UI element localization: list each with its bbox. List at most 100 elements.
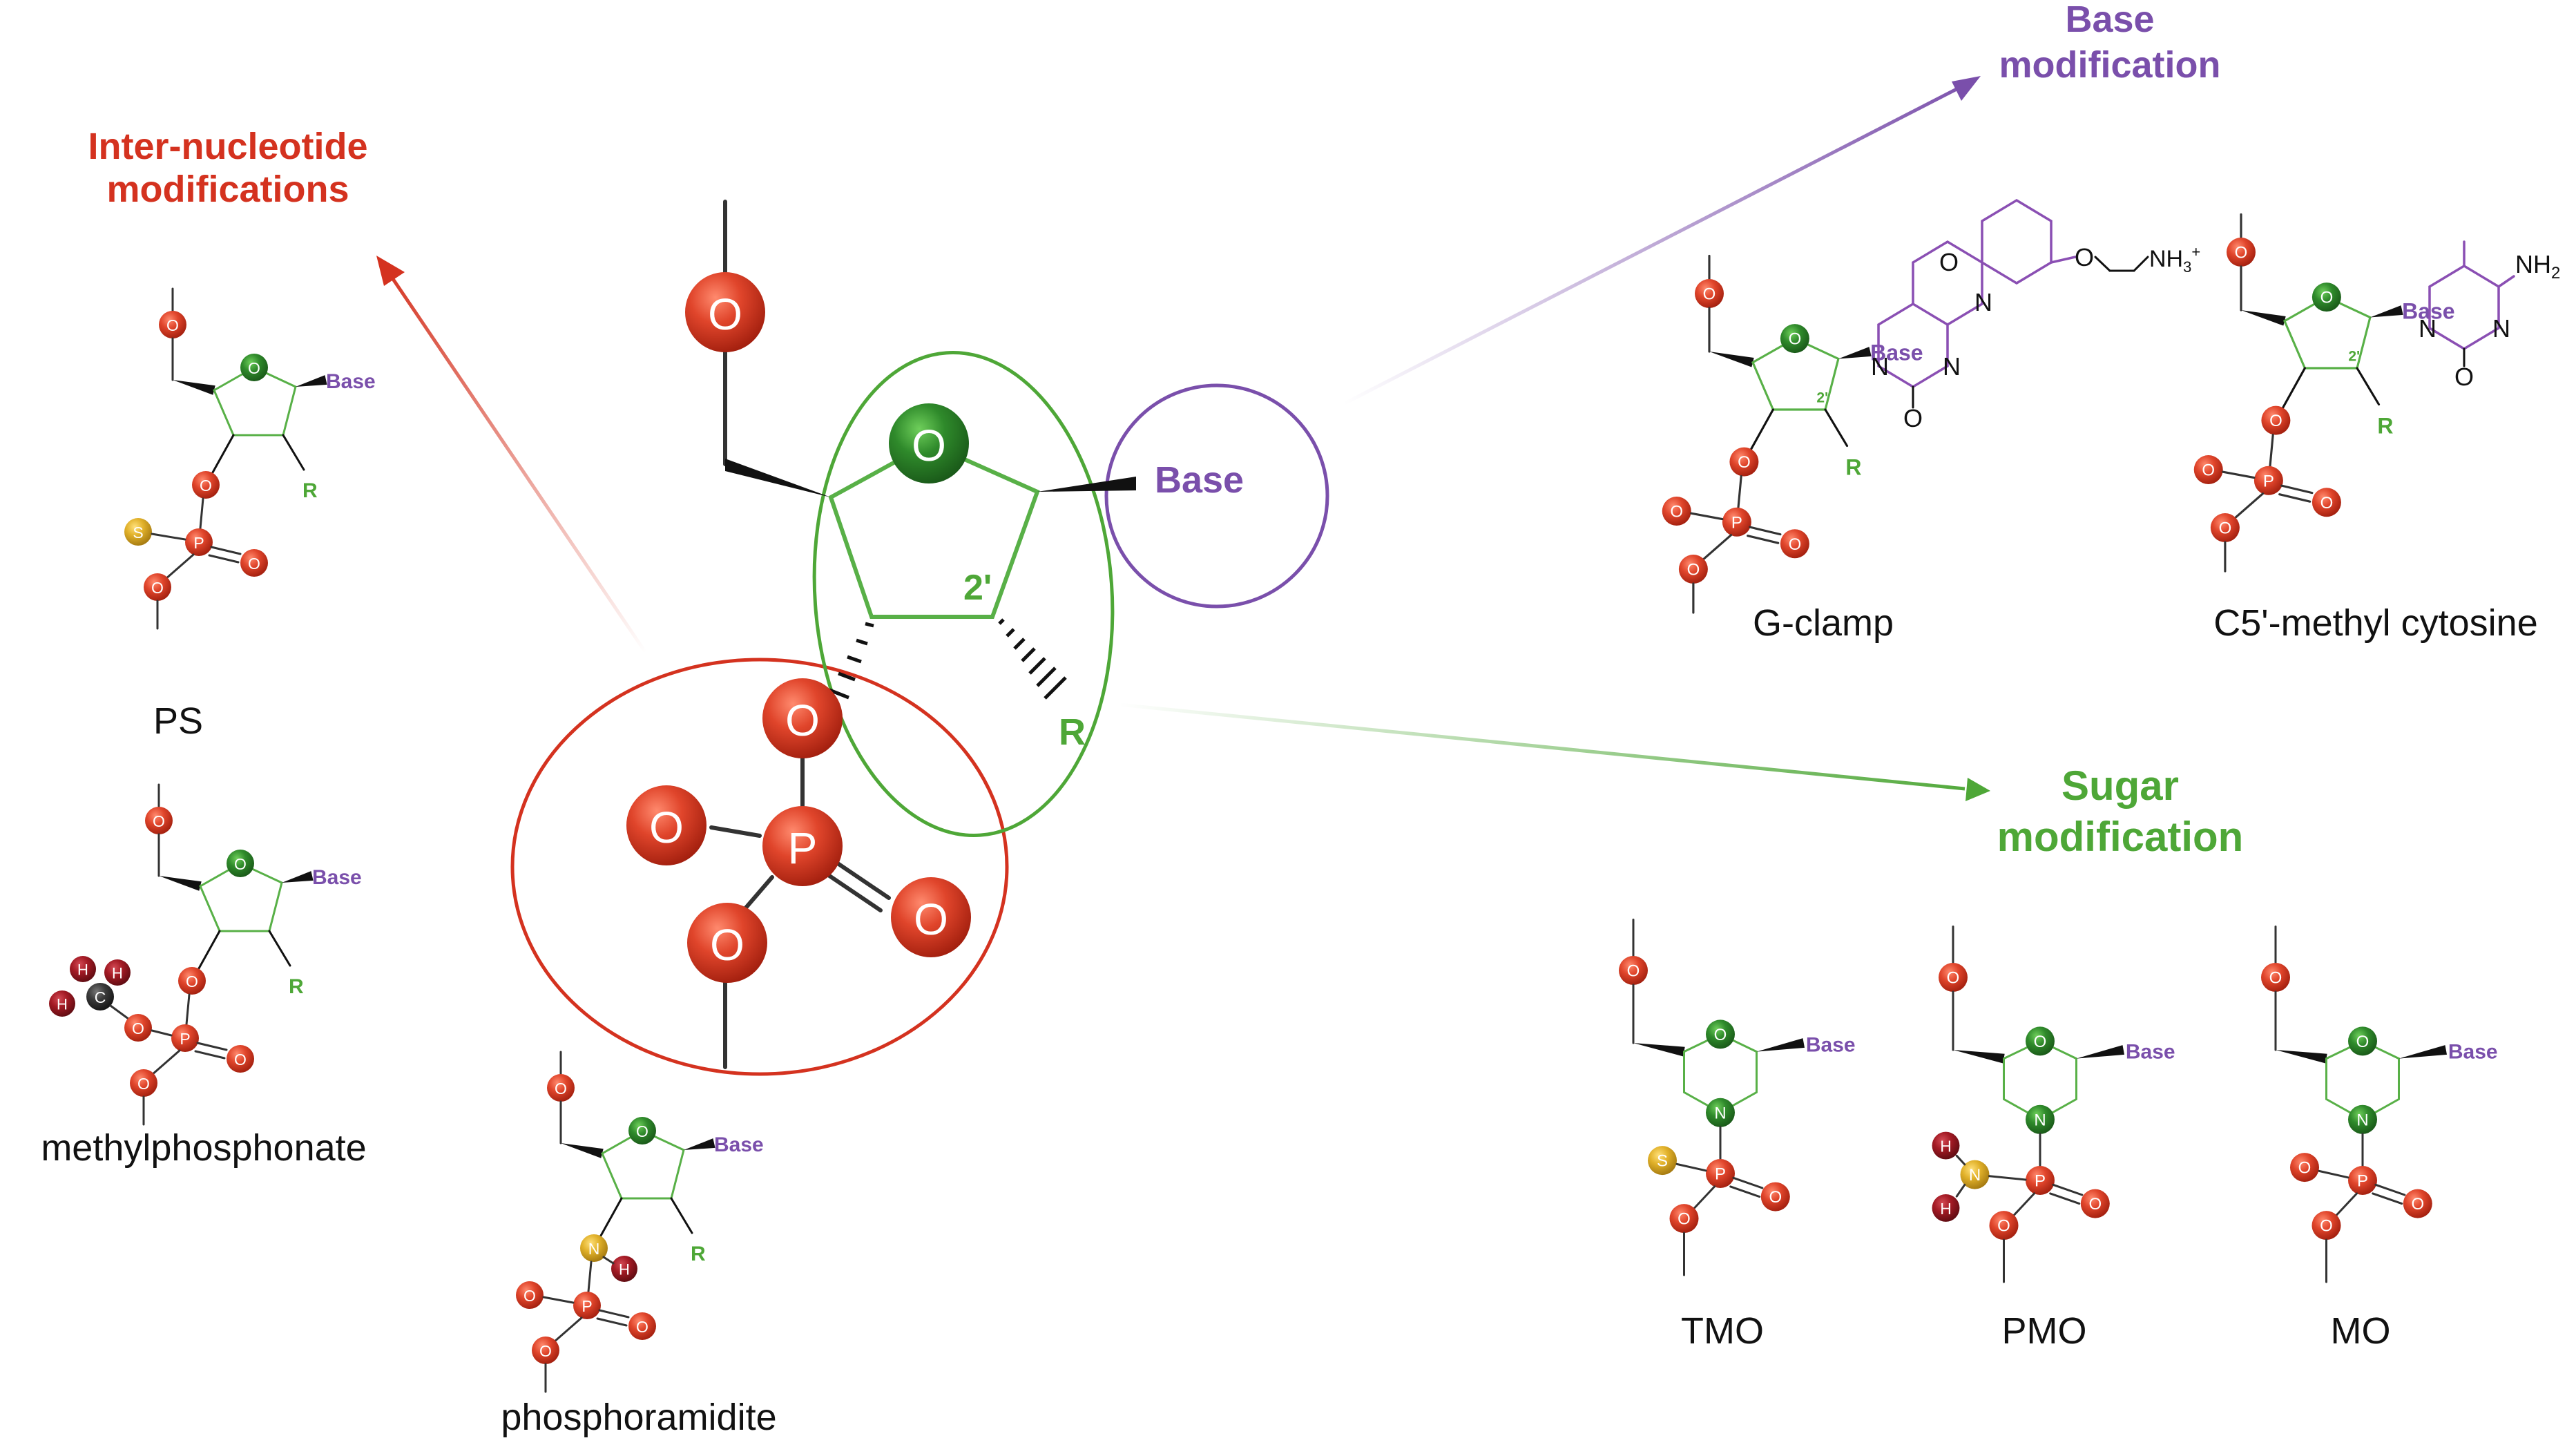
svg-text:O: O	[912, 421, 946, 470]
mol-mo-atom-o-left-symbol: O	[2298, 1159, 2311, 1178]
mol-amidite-atom-o-left: O	[516, 1281, 544, 1309]
main-bond-p-double1	[834, 860, 891, 900]
c5-nh2-label: NH2	[2515, 250, 2560, 282]
mol-pmo-wedge-c	[1953, 1050, 2005, 1064]
mol-mo-bond-p-oleft	[2318, 1169, 2349, 1179]
mol-methyl-atom-h2-symbol: H	[112, 965, 123, 982]
main-base-label: Base	[1155, 459, 1244, 501]
mol-methyl-atom-o5: O	[145, 807, 173, 834]
mol-gclamp-bond-o3-p	[1737, 475, 1742, 509]
mol-amidite-atom-o-bottom-symbol: O	[539, 1342, 552, 1360]
mol-c5-wedge-base	[2370, 305, 2403, 318]
mol-gclamp-atom-ring-o-sphere	[1780, 324, 1809, 354]
mol-tmo-wedge-c	[1633, 1043, 1685, 1057]
mol-amidite-atom-ring-o-sphere	[628, 1117, 656, 1144]
gclamp-ether-bond	[2050, 256, 2077, 264]
mol-methyl-atom-h1-symbol: H	[77, 961, 88, 979]
mol-ps-atom-o-double-sphere	[240, 549, 268, 577]
mol-methyl-wedge-c4	[159, 876, 202, 891]
mol-pmo-bond-n-h2	[1955, 1183, 1966, 1198]
mol-tmo-atom-o5-symbol: O	[1627, 962, 1640, 981]
mol-ps-bond-double2	[208, 554, 240, 564]
mol-mo-atom-o5: O	[2261, 963, 2290, 992]
mol-pmo-atom-o5: O	[1939, 963, 1968, 992]
svg-text:O: O	[914, 894, 948, 944]
mol-tmo-atom-ring-o-sphere	[1706, 1019, 1735, 1049]
base-highlight-circle	[1104, 383, 1329, 609]
mol-methyl-atom-ring-o-symbol: O	[234, 855, 247, 873]
mol-ps-r-label: R	[302, 479, 318, 502]
mol-methyl-atom-h3-symbol: H	[57, 996, 68, 1013]
mol-mo-atom-ring-n-symbol: N	[2356, 1111, 2368, 1129]
caption-ps: PS	[153, 700, 203, 742]
sugar-highlight-circle	[812, 351, 1115, 837]
gclamp-oxazine-ring	[1912, 240, 1983, 326]
mol-c5-atom-o3: O	[2261, 405, 2291, 435]
mol-ps-atom-s: S	[124, 518, 152, 546]
mol-c5-bond-p-oleft	[2222, 470, 2256, 479]
mol-gclamp-atom-o-left: O	[1662, 497, 1691, 526]
gclamp-carbonyl-o: O	[1903, 404, 1923, 432]
mol-pmo-atom-ring-n-symbol: N	[2034, 1111, 2046, 1129]
main-atom-o-double: O	[891, 877, 971, 957]
mol-methyl-atom-o-bottom: O	[130, 1069, 157, 1097]
main-atom-phosphorus: P	[762, 806, 843, 886]
mol-gclamp-atom-o-left-symbol: O	[1670, 503, 1683, 521]
main-bond-p-oleft	[709, 825, 762, 838]
mol-tmo-atom-o-bottom: O	[1669, 1204, 1699, 1234]
arrow-to-inter-nucleotide	[376, 256, 648, 654]
mol-methyl-bond-double1	[196, 1042, 228, 1051]
mol-amidite-atom-o-left-sphere	[516, 1281, 544, 1309]
mol-c5-atom-o5-sphere	[2227, 238, 2256, 267]
mol-ps-atom-s-sphere	[124, 518, 152, 546]
mol-methyl-bond-p-oleft	[151, 1029, 173, 1037]
mol-c5-atom-o3-symbol: O	[2269, 412, 2282, 430]
mol-gclamp-atom-p-sphere	[1722, 507, 1751, 537]
mol-tmo-base-label: Base	[1806, 1034, 1856, 1057]
arrow-green-shaft	[1118, 702, 1965, 791]
gclamp-ethyl-3	[2133, 256, 2149, 272]
mol-methyl-atom-h3: H	[49, 990, 75, 1017]
mol-methyl-atom-o-left-sphere	[124, 1014, 152, 1042]
main-r-label: R	[1059, 711, 1086, 753]
mol-gclamp-atom-o-double-symbol: O	[1789, 535, 1802, 554]
main-atom-o5: O	[685, 272, 765, 352]
mol-amidite-atom-o-bottom-sphere	[532, 1337, 559, 1364]
main-nucleotide: O O O P O O O Base 2' R	[510, 200, 1329, 1076]
mol-amidite-bond-nh	[602, 1256, 615, 1265]
main-bond-p-obottom	[740, 875, 774, 914]
mol-pmo-atom-o5-sphere	[1939, 963, 1968, 992]
mol-ps-atom-s-symbol: S	[133, 524, 143, 542]
mol-gclamp-wedge-base	[1838, 347, 1872, 359]
heading-inter-line1: Inter-nucleotide	[88, 126, 367, 167]
mol-methyl-atom-h1-sphere	[70, 956, 96, 982]
heading-base-modification: Base modification	[1999, 0, 2221, 86]
mol-tmo-bond-p-obottom	[1691, 1185, 1716, 1211]
mol-pmo-atom-o-bottom-sphere	[1989, 1211, 2019, 1241]
mol-amidite-atom-h3: H	[611, 1256, 637, 1282]
mol-amidite-atom-o-double: O	[628, 1312, 656, 1340]
mol-mo-atom-o-bottom-sphere	[2311, 1211, 2341, 1241]
mol-mo-atom-o5-symbol: O	[2269, 969, 2282, 988]
mol-amidite-atom-n3-sphere	[580, 1234, 608, 1262]
mol-methyl-atom-c: C	[86, 983, 114, 1010]
mol-methyl-atom-o3-symbol: O	[186, 973, 198, 990]
mol-gclamp-wedge-c4	[1709, 352, 1754, 367]
mol-mo-wedge-c	[2276, 1050, 2327, 1064]
mol-ps-atom-p: P	[185, 528, 213, 556]
c5-n1-label: N	[2419, 314, 2436, 343]
caption-phosphoramidite: phosphoramidite	[501, 1397, 776, 1438]
mol-pmo-wedge-base	[2076, 1045, 2125, 1059]
mol-pmo-atom-n-amide: N	[1960, 1160, 1990, 1189]
mol-pmo-atom-h2-symbol: H	[1940, 1200, 1952, 1218]
caption-tmo: TMO	[1681, 1310, 1764, 1352]
mol-c5-atom-p-symbol: P	[2263, 472, 2274, 490]
caption-g-clamp: G-clamp	[1753, 602, 1894, 644]
mol-gclamp-bond-double2	[1747, 535, 1780, 544]
mol-tmo-atom-ring-n-sphere	[1706, 1098, 1735, 1127]
